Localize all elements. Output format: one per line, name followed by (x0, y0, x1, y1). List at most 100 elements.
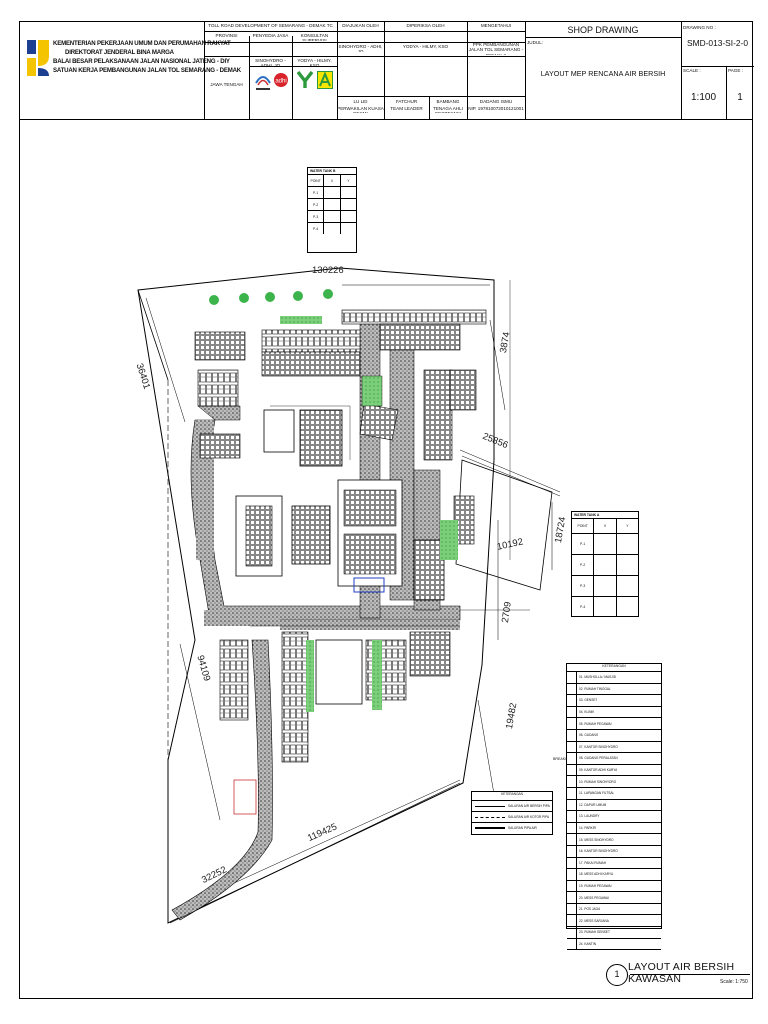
drawing-sheet: KEMENTERIAN PEKERJAAN UMUM DAN PERUMAHAN… (19, 21, 754, 999)
site-plan (137, 267, 561, 924)
legend-item: 06. GUDANG (567, 729, 661, 742)
legend-item: 10. RUMAH SINOHYDRO (567, 776, 661, 788)
scale-label: SCALE : (683, 68, 701, 73)
diajukan-company: SINOHYDRO - ADHI, JO (338, 44, 383, 52)
legend-item-symbol (567, 822, 577, 834)
legend-item-symbol (567, 892, 577, 903)
line-legend-item: SALURAN AIR KOTOR PIPA (508, 815, 550, 819)
legend-item-symbol (567, 834, 577, 845)
drawing-number: SMD-013-SI-2-0 (687, 39, 748, 48)
legend-item: 22. MESS SARJANA (567, 915, 661, 928)
table-row: P-1 (308, 187, 356, 199)
legend-item-label: 07. KANTOR SINOHYDRO (579, 744, 618, 749)
legend-item-label: 22. MESS SARJANA (579, 918, 609, 923)
pu-logo-icon (24, 36, 52, 80)
konsultan-value: YODYA - HILMY, KSO (297, 58, 332, 66)
legend-item-label: 11. LAPANGAN FUTSAL (579, 791, 615, 796)
mengetahui-label: MENGETAHUI (480, 23, 512, 28)
table-row: P-3 (308, 211, 356, 223)
drawing-no-label: DRAWING NO : (683, 25, 716, 30)
adhi-logo-icon: adhi (274, 73, 288, 87)
legend-item-symbol (567, 718, 577, 729)
site-boundary (137, 267, 495, 924)
legend-side-label: BREAKOUT (553, 757, 573, 761)
legend-item: 02. RUMAH TINGGAL (567, 683, 661, 696)
legend-item-label: 23. RUMAH GENSET (579, 930, 610, 935)
legend-item: 14. PARKIR (567, 822, 661, 835)
ministry-line-2: DIREKTORAT JENDERAL BINA MARGA (65, 49, 174, 57)
building-legend-title: KETERANGAN (567, 664, 661, 672)
water-tank-a-title: WATER TANK A (572, 512, 638, 519)
svg-text:adhi: adhi (275, 79, 286, 85)
mengetahui-nip: NIP. 197810072010121001 (468, 106, 524, 111)
legend-item: 01. MUSHOLLA / MASJID (567, 672, 661, 684)
legend-item-label: 08. GUDANG PERALATAN (579, 756, 618, 761)
legend-item: 24. KANTIN (567, 938, 661, 951)
legend-item-symbol (567, 741, 577, 753)
konsultan-label: KONSULTAN SUPERVISI (300, 33, 329, 41)
legend-item-symbol (567, 672, 577, 683)
legend-item-symbol (567, 799, 577, 811)
legend-item-label: 14. PARKIR (579, 826, 596, 831)
legend-item-symbol (567, 683, 577, 695)
drawing-footer-title: LAYOUT AIR BERSIH KAWASAN (628, 961, 735, 985)
table-row: P-1 (572, 534, 638, 555)
legend-item: 05. RUMAH PEGAWAI (567, 718, 661, 730)
water-tank-table-b: WATER TANK B POINT X Y P-1 P-2 P-3 P-4 (307, 167, 357, 253)
legend-item: 17. PAKAI RUMAH (567, 857, 661, 870)
penyedia-value: SINOHYDRO - ADHI, JO (255, 58, 286, 66)
legend-item-label: 13. LAUNDRY (579, 814, 600, 819)
line-legend-item: SALURAN AIR BERSIH PIPA (508, 804, 550, 808)
diperiksa-label: DIPERIKSA OLEH (406, 23, 445, 28)
legend-item-symbol (567, 764, 577, 776)
legend-item-symbol (567, 938, 577, 950)
mengetahui-name: DADANG ISMU HARDIYANTO (479, 99, 513, 105)
legend-item: 11. LAPANGAN FUTSAL (567, 787, 661, 800)
legend-item: 20. MESS PEGAWAI (567, 892, 661, 904)
ministry-line-1: KEMENTERIAN PEKERJAAN UMUM DAN PERUMAHAN… (53, 40, 231, 47)
sinohydro-logo-icon (255, 76, 271, 90)
dim-top: 130226 (312, 265, 344, 276)
diperiksa-name-1: FATCHUR ROCHMAN (395, 99, 419, 105)
drawing-number-circle (606, 964, 628, 986)
legend-item-symbol (567, 706, 577, 718)
legend-item: 15. MESS SINOHYDRO (567, 834, 661, 846)
legend-item: 18. MESS ADHI KARYA (567, 869, 661, 881)
legend-item-label: 04. KLINIK (579, 710, 595, 715)
mengetahui-company: PPK PEMBANGUNAN JALAN TOL SEMARANG - DEM… (468, 42, 524, 55)
table-row: P-3 (572, 576, 638, 597)
legend-item-symbol (567, 695, 577, 706)
legend-item-label: 06. GUDANG (579, 733, 599, 738)
table-row: P-2 (572, 555, 638, 576)
table-header-row: POINT X Y (572, 519, 638, 534)
legend-item-label: 20. MESS PEGAWAI (579, 895, 609, 900)
legend-item: 07. KANTOR SINOHYDRO (567, 741, 661, 754)
ministry-line-3: BALAI BESAR PELAKSANAAN JALAN NASIONAL J… (53, 58, 230, 66)
legend-item: 13. LAUNDRY (567, 811, 661, 823)
legend-item-symbol (567, 915, 577, 927)
yodya-logo-icon (297, 71, 313, 88)
judul-label: JUDUL: (527, 40, 544, 45)
legend-item-symbol (567, 857, 577, 869)
legend-item-label: 16. KANTOR SINOHYDRO (579, 849, 618, 854)
legend-item-label: 02. RUMAH TINGGAL (579, 686, 611, 691)
table-row: P-2 (308, 199, 356, 211)
diajukan-name: LU LEI (353, 99, 368, 104)
diperiksa-name-2: BAMBANG WIDODO (436, 99, 460, 105)
line-legend-title: KETERANGAN (472, 792, 552, 801)
legend-item: 23. RUMAH GENSET (567, 927, 661, 939)
legend-item-symbol (567, 776, 577, 787)
legend-item: 08. GUDANG PERALATAN (567, 753, 661, 765)
legend-item: 19. RUMAH PEGAWAI (567, 880, 661, 893)
legend-item-label: 12. DAPUR UMUM (579, 802, 607, 807)
legend-item-symbol (567, 903, 577, 915)
legend-item: 09. KANTOR ADHI KARYA (567, 764, 661, 777)
legend-item: 04. KLINIK (567, 706, 661, 719)
diajukan-label: DIAJUKAN OLEH (342, 23, 379, 28)
line-legend-item: SALURAN PIPA AIR (508, 826, 537, 830)
legend-item-label: 03. GENSET (579, 698, 598, 703)
hilmy-logo-icon (317, 71, 333, 89)
diperiksa-company: YODYA - HILMY, KSO (402, 44, 449, 49)
legend-item-symbol (567, 787, 577, 799)
legend-item-label: 21. POS JAGA (579, 907, 601, 912)
